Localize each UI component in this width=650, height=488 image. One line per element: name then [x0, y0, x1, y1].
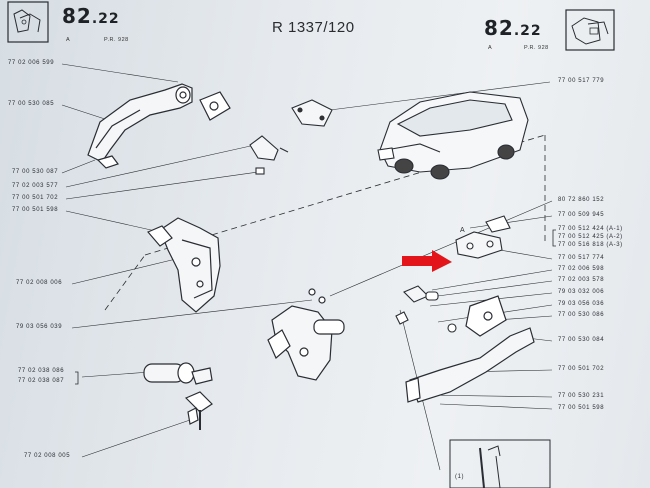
- door-catch-drawing: [291, 99, 333, 127]
- right-exterior-handle-drawing: [405, 295, 535, 403]
- car-illustration: [377, 91, 529, 180]
- part-number-label: 79 03 056 039: [16, 324, 63, 330]
- striker-plate-drawing: [455, 215, 511, 259]
- key-detail-drawing: [449, 439, 551, 488]
- part-number-label: 77 00 512 424 (A-1): [558, 226, 623, 232]
- part-number-label: 79 03 032 006: [558, 289, 605, 295]
- part-number-label: 79 03 056 036: [558, 301, 605, 307]
- part-number-label: 77 00 501 702: [558, 366, 605, 372]
- part-number-label: 77 00 501 598: [12, 207, 59, 213]
- part-number-label: 77 00 517 779: [558, 78, 605, 84]
- part-number-label: 77 00 530 085: [8, 101, 55, 107]
- part-number-label: 77 02 038 087: [18, 378, 65, 384]
- part-number-label: 80 72 860 152: [558, 197, 605, 203]
- exterior-door-handle-drawing: [87, 83, 231, 169]
- left-section-number: 82.22: [62, 4, 120, 28]
- part-number-label: 77 00 530 084: [558, 337, 605, 343]
- door-handle-thumbnail-icon: [565, 9, 615, 51]
- part-number-label: 77 00 509 945: [558, 212, 605, 218]
- right-section-number: 82.22: [484, 16, 542, 40]
- right-section-pr: P.R. 928: [524, 45, 549, 51]
- right-section-a: A: [488, 45, 493, 51]
- lock-cylinder-with-keys-drawing: [143, 362, 213, 430]
- part-number-label: 77 02 038 086: [18, 368, 65, 374]
- part-number-label: 77 00 516 818 (A-3): [558, 242, 623, 248]
- door-handle-thumbnail-icon: [7, 1, 49, 43]
- part-number-label: 77 00 517 774: [558, 255, 605, 261]
- part-number-label: 77 00 530 231: [558, 393, 605, 399]
- red-arrow-icon: [402, 250, 452, 272]
- part-number-label: 77 00 512 425 (A-2): [558, 234, 623, 240]
- footer-index: (1): [455, 474, 465, 480]
- part-number-label: 77 02 008 006: [16, 280, 63, 286]
- part-number-label: 77 02 003 578: [558, 277, 605, 283]
- lock-barrel-drawing: [249, 135, 289, 175]
- part-number-label: 77 00 501 702: [12, 195, 59, 201]
- part-number-label: 77 02 006 599: [8, 60, 55, 66]
- part-number-label: 77 00 530 086: [558, 312, 605, 318]
- part-number-label: 77 00 501 598: [558, 405, 605, 411]
- center-latch-drawing: [267, 288, 345, 381]
- reference-brackets: [75, 229, 556, 385]
- lock-spring-drawing: [395, 285, 457, 333]
- part-number-label: 77 02 008 005: [24, 453, 71, 459]
- part-number-label: 77 02 003 577: [12, 183, 59, 189]
- left-section-pr: P.R. 928: [104, 37, 129, 43]
- diagonal-divider-line: [104, 134, 546, 311]
- door-lock-latch-drawing: [147, 217, 221, 313]
- left-section-a: A: [66, 37, 71, 43]
- left-leader-lines: [61, 63, 313, 458]
- part-number-label: 77 02 006 598: [558, 266, 605, 272]
- part-number-label: 77 00 530 087: [12, 169, 59, 175]
- variant-marker: A: [460, 227, 466, 234]
- page-title: R 1337/120: [272, 19, 355, 36]
